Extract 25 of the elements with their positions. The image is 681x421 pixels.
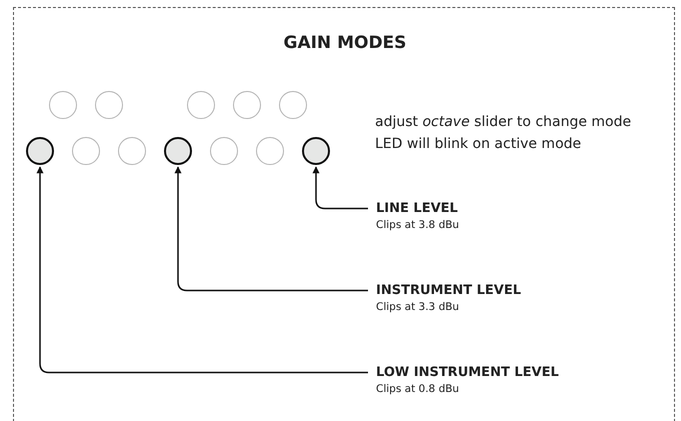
leader-arrow	[174, 166, 368, 292]
unlit-led	[95, 91, 123, 119]
dashed-panel	[13, 7, 675, 421]
unlit-led	[279, 91, 307, 119]
unlit-led	[256, 137, 284, 165]
panel-title: GAIN MODES	[284, 33, 406, 53]
instruction-text: adjust octave slider to change mode	[375, 114, 632, 130]
mode-heading: LOW INSTRUMENT LEVEL	[376, 365, 559, 380]
unlit-led	[210, 137, 238, 165]
unlit-led	[187, 91, 215, 119]
clip-level-note: Clips at 3.8 dBu	[376, 219, 460, 231]
mode-heading: LINE LEVEL	[376, 201, 459, 216]
lit-led	[164, 137, 192, 165]
instruction-text: LED will blink on active mode	[375, 136, 582, 152]
leader-arrow	[312, 166, 368, 210]
clip-level-note: Clips at 3.3 dBu	[376, 301, 460, 313]
lit-led	[26, 137, 54, 165]
leader-arrow	[36, 166, 368, 374]
unlit-led	[72, 137, 100, 165]
unlit-led	[49, 91, 77, 119]
unlit-led	[233, 91, 261, 119]
lit-led	[302, 137, 330, 165]
unlit-led	[118, 137, 146, 165]
mode-heading: INSTRUMENT LEVEL	[376, 283, 521, 298]
clip-level-note: Clips at 0.8 dBu	[376, 383, 460, 395]
